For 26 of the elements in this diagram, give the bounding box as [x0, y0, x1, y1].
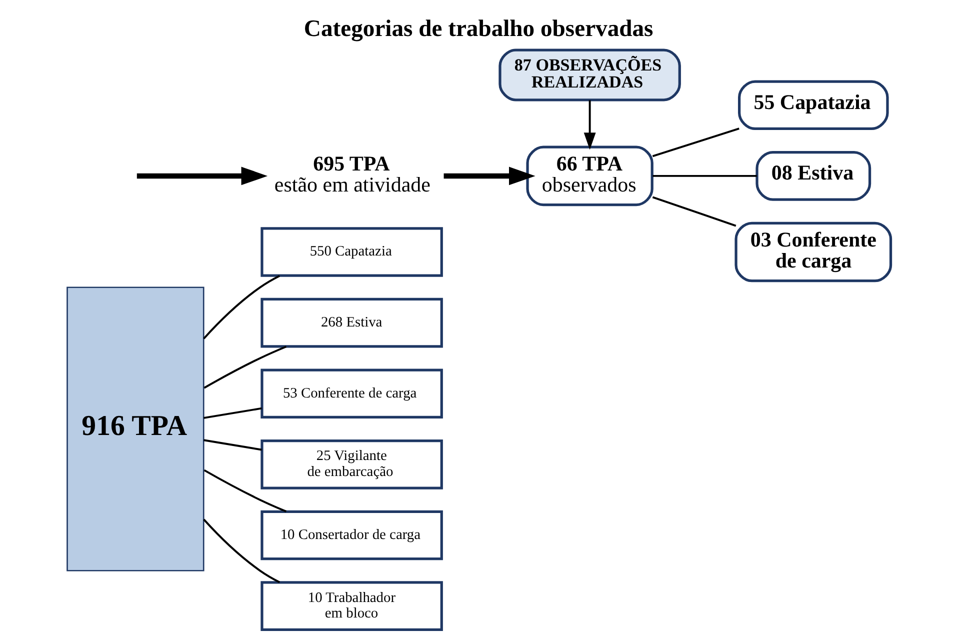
node-box: 53 Conferente de carga	[260, 368, 442, 419]
connector	[652, 174, 756, 177]
connector	[203, 346, 286, 389]
arrow	[136, 166, 268, 186]
node-text: 695 TPA estão em atividade	[274, 151, 430, 196]
node-box: 10 Trabalhador em bloco	[260, 581, 442, 631]
arrow	[443, 166, 535, 186]
arrow	[583, 100, 596, 150]
connector	[202, 518, 280, 584]
connector	[652, 196, 736, 227]
node-box: 268 Estiva	[260, 298, 442, 348]
node-box: 66 TPA observados	[526, 146, 653, 206]
diagram-title: Categorias de trabalho observadas	[303, 16, 653, 42]
node-box: 25 Vigilante de embarcação	[260, 440, 442, 490]
node-box: 10 Consertador de carga	[260, 510, 442, 560]
node-box: 55 Capatazia	[737, 80, 888, 130]
connector	[202, 274, 280, 340]
node-box: 550 Capatazia	[260, 227, 442, 277]
node-box: 08 Estiva	[755, 151, 871, 201]
connector	[203, 469, 286, 512]
connector	[203, 439, 262, 451]
node-box: 03 Conferente de carga	[734, 222, 892, 282]
connector	[652, 128, 739, 158]
connector	[203, 407, 262, 419]
node-box: 916 TPA	[66, 286, 204, 572]
node-box: 87 OBSERVAÇÕES REALIZADAS	[498, 48, 680, 102]
